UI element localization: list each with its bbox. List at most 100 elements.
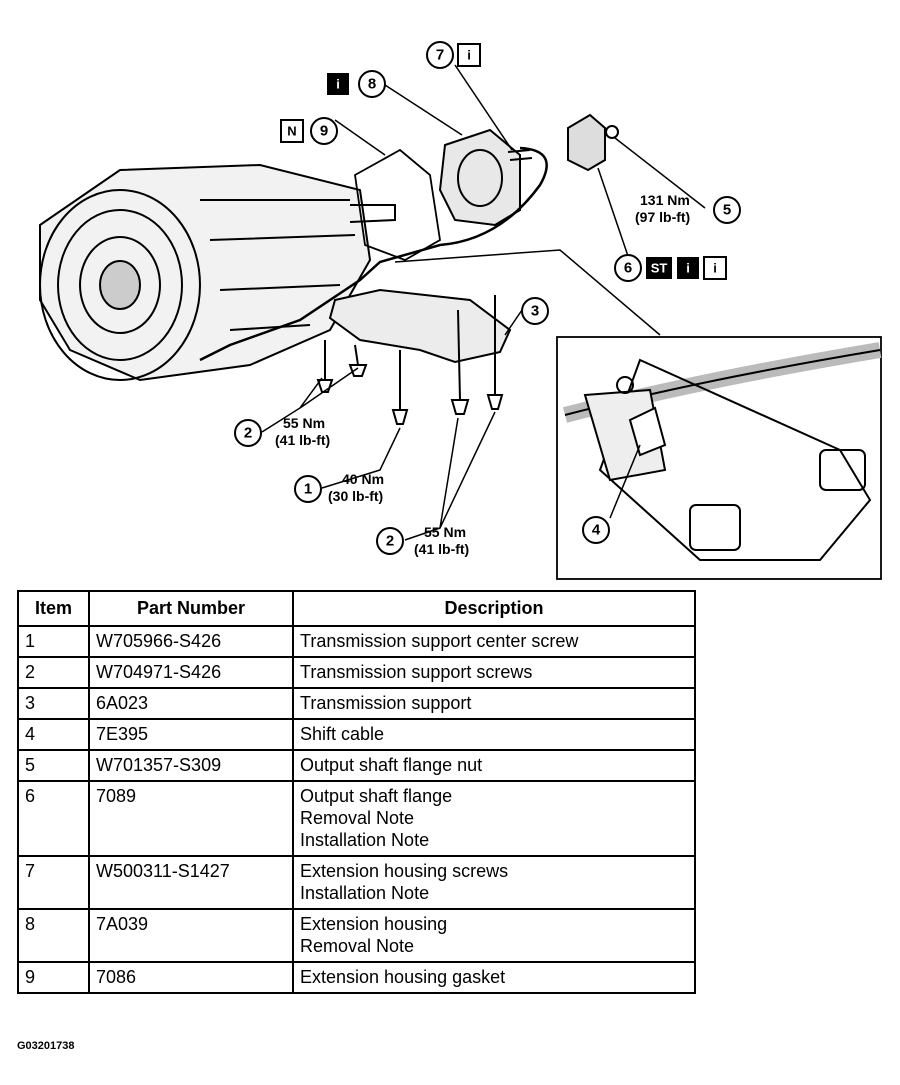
description-cell: Transmission support center screw xyxy=(292,625,696,658)
info-badge-dark xyxy=(677,257,699,279)
info-badge-light xyxy=(703,256,727,280)
part-number-cell: W705966-S426 xyxy=(88,625,294,658)
description-line: Output shaft flange xyxy=(300,786,453,806)
callout-4: 4 xyxy=(582,516,610,544)
part-number-cell: W704971-S426 xyxy=(88,656,294,689)
column-header-item: Item xyxy=(17,590,90,627)
new-part-badge xyxy=(280,119,304,143)
support-bolts xyxy=(316,295,504,425)
special-tool-badge xyxy=(646,257,672,279)
callout-5: 5 131 Nm (97 lb-ft) xyxy=(635,192,741,225)
svg-text:i: i xyxy=(467,48,471,63)
item-cell: 8 xyxy=(17,908,90,963)
callout-3: 3 xyxy=(521,297,549,325)
callout-9: 9 N xyxy=(280,117,338,145)
table-row: 5 W701357-S309 Output shaft flange nut xyxy=(17,749,696,782)
callout-7: 7 i xyxy=(426,41,481,69)
item-cell: 9 xyxy=(17,961,90,994)
part-number-cell: 7A039 xyxy=(88,908,294,963)
torque-nm: 55 Nm xyxy=(283,415,325,431)
description-line: Extension housing screws xyxy=(300,861,509,881)
svg-text:N: N xyxy=(287,124,296,139)
torque-lbft: (30 lb-ft) xyxy=(328,488,383,504)
table-row: 7 W500311-S1427 Extension housing screws… xyxy=(17,855,696,910)
column-header-part-number: Part Number xyxy=(88,590,294,627)
description-line: Extension housing xyxy=(300,914,448,934)
extension-housing-screws xyxy=(507,149,533,161)
description-cell: Output shaft flange nut xyxy=(292,749,696,782)
description-cell: Extension housing screws Installation No… xyxy=(292,855,696,910)
part-number-cell: 6A023 xyxy=(88,687,294,720)
table-row: 9 7086 Extension housing gasket xyxy=(17,961,696,994)
removal-note-link[interactable]: Removal Note xyxy=(300,936,415,956)
callout-8: 8 i xyxy=(327,70,386,98)
svg-text:i: i xyxy=(336,77,340,92)
svg-text:2: 2 xyxy=(386,533,394,550)
svg-text:7: 7 xyxy=(436,47,444,64)
torque-lbft: (41 lb-ft) xyxy=(414,541,469,557)
svg-text:5: 5 xyxy=(723,202,731,219)
table-row: 8 7A039 Extension housing Removal Note xyxy=(17,908,696,963)
description-cell: Output shaft flange Removal Note Install… xyxy=(292,780,696,857)
callout-2-upper: 2 55 Nm (41 lb-ft) xyxy=(234,415,330,448)
description-line: Extension housing gasket xyxy=(300,967,506,987)
item-cell: 1 xyxy=(17,625,90,658)
inset-detail-illustration xyxy=(562,342,882,561)
removal-note-link[interactable]: Removal Note xyxy=(300,808,415,828)
figure-id: G03201738 xyxy=(17,1040,75,1052)
svg-text:ST: ST xyxy=(651,261,668,276)
table-row: 2 W704971-S426 Transmission support scre… xyxy=(17,656,696,689)
description-line: Transmission support center screw xyxy=(300,631,579,651)
table-row: 3 6A023 Transmission support xyxy=(17,687,696,720)
svg-text:i: i xyxy=(713,261,717,276)
svg-text:9: 9 xyxy=(320,123,328,140)
svg-text:2: 2 xyxy=(244,425,252,442)
svg-text:3: 3 xyxy=(531,303,539,320)
part-number-cell: W500311-S1427 xyxy=(88,855,294,910)
table-row: 6 7089 Output shaft flange Removal Note … xyxy=(17,780,696,857)
extension-housing-gasket xyxy=(354,148,441,261)
part-number-cell: 7E395 xyxy=(88,718,294,751)
torque-lbft: (97 lb-ft) xyxy=(635,209,690,225)
torque-lbft: (41 lb-ft) xyxy=(275,432,330,448)
svg-text:6: 6 xyxy=(624,260,632,277)
description-cell: Shift cable xyxy=(292,718,696,751)
item-cell: 7 xyxy=(17,855,90,910)
item-cell: 3 xyxy=(17,687,90,720)
table-row: 4 7E395 Shift cable xyxy=(17,718,696,751)
column-header-description: Description xyxy=(292,590,696,627)
description-cell: Transmission support screws xyxy=(292,656,696,689)
description-line: Output shaft flange nut xyxy=(300,755,483,775)
part-number-cell: 7086 xyxy=(88,961,294,994)
item-cell: 2 xyxy=(17,656,90,689)
svg-text:1: 1 xyxy=(304,481,312,498)
part-number-cell: 7089 xyxy=(88,780,294,857)
callout-2-lower: 2 55 Nm (41 lb-ft) xyxy=(376,524,469,557)
parts-table: Item Part Number Description 1 W705966-S… xyxy=(17,590,696,994)
table-row: 1 W705966-S426 Transmission support cent… xyxy=(17,625,696,658)
item-cell: 4 xyxy=(17,718,90,751)
svg-text:4: 4 xyxy=(592,522,601,539)
description-cell: Extension housing Removal Note xyxy=(292,908,696,963)
table-header-row: Item Part Number Description xyxy=(17,590,696,627)
svg-text:i: i xyxy=(686,261,690,276)
part-number-cell: W701357-S309 xyxy=(88,749,294,782)
output-shaft-flange xyxy=(567,113,619,172)
exploded-diagram: 1 40 Nm (30 lb-ft) 2 55 Nm (41 lb-ft) 2 … xyxy=(39,41,882,580)
item-cell: 6 xyxy=(17,780,90,857)
callout-6: 6 ST i i xyxy=(614,254,727,282)
description-line: Transmission support xyxy=(300,693,472,713)
torque-nm: 131 Nm xyxy=(640,192,690,208)
installation-note-link[interactable]: Installation Note xyxy=(300,830,430,850)
transmission-illustration xyxy=(39,163,396,382)
shift-cable xyxy=(199,146,548,362)
detail-inset xyxy=(556,336,882,580)
torque-nm: 40 Nm xyxy=(342,471,384,487)
svg-text:8: 8 xyxy=(368,76,376,93)
transmission-support xyxy=(328,288,512,364)
description-cell: Transmission support xyxy=(292,687,696,720)
info-badge-light xyxy=(457,43,481,67)
installation-note-link[interactable]: Installation Note xyxy=(300,883,430,903)
item-cell: 5 xyxy=(17,749,90,782)
info-badge-dark xyxy=(327,73,349,95)
